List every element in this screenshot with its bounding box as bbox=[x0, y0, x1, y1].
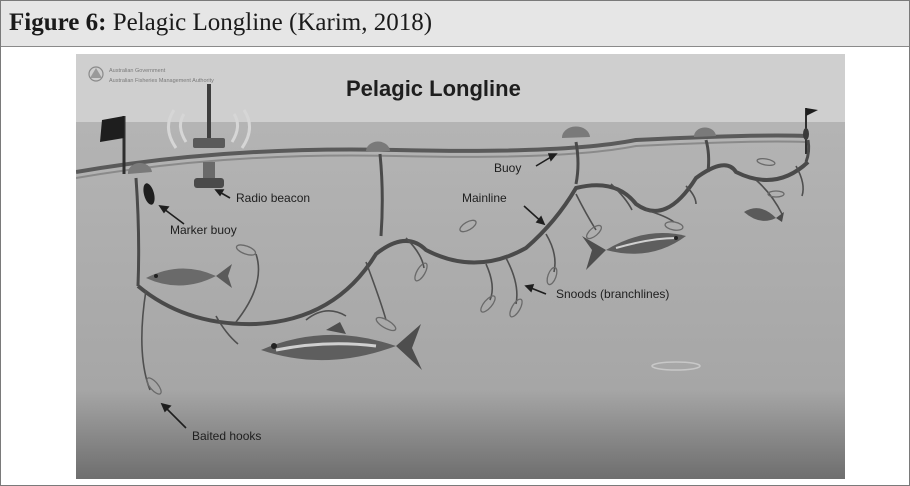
figure-number: Figure 6: bbox=[9, 9, 106, 36]
sea bbox=[76, 122, 845, 479]
agency-line-2: Australian Fisheries Management Authorit… bbox=[109, 78, 214, 84]
label-mainline: Mainline bbox=[462, 191, 507, 205]
label-marker-buoy: Marker buoy bbox=[170, 223, 237, 237]
figure-caption: Figure 6: Pelagic Longline (Karim, 2018) bbox=[9, 9, 432, 37]
label-snoods: Snoods (branchlines) bbox=[556, 287, 669, 301]
label-buoy: Buoy bbox=[494, 161, 521, 175]
longline-diagram: Australian Government Australian Fisheri… bbox=[76, 54, 845, 479]
diagram-title: Pelagic Longline bbox=[346, 76, 521, 101]
label-radio-beacon: Radio beacon bbox=[236, 191, 310, 205]
longline-illustration: Australian Government Australian Fisheri… bbox=[76, 54, 845, 479]
label-baited-hooks: Baited hooks bbox=[192, 429, 261, 443]
figure-caption-bar: Figure 6: Pelagic Longline (Karim, 2018) bbox=[1, 1, 909, 47]
agency-line-1: Australian Government bbox=[109, 68, 166, 74]
figure-title: Pelagic Longline (Karim, 2018) bbox=[113, 9, 432, 36]
